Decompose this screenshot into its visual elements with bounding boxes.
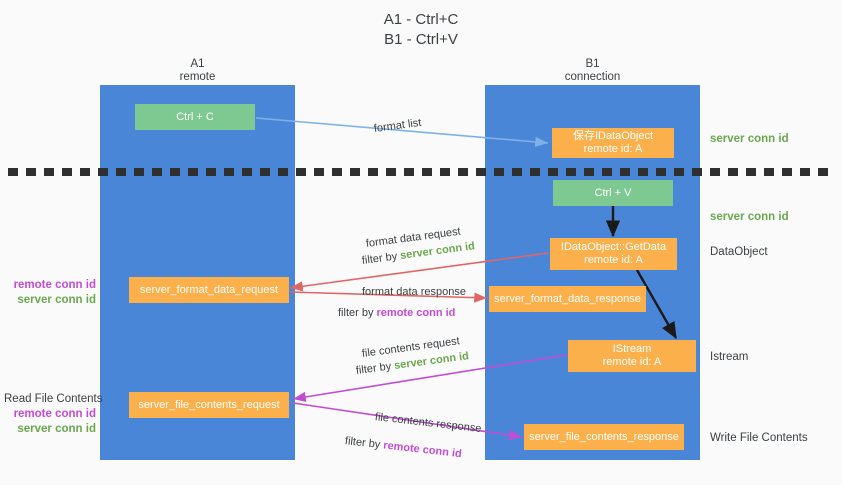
box-istream[interactable]: IStream remote id: A bbox=[568, 340, 696, 372]
right-write-file-contents-text: Write File Contents bbox=[710, 432, 808, 444]
right-label-write-file-contents: Write File Contents bbox=[710, 431, 808, 446]
box-save-idataobject[interactable]: 保存IDataObject remote id: A bbox=[552, 128, 674, 158]
box-format-data-response-label: server_format_data_response bbox=[494, 292, 641, 305]
column-b1-sub: connection bbox=[564, 71, 621, 83]
left-read-file-contents-text: Read File Contents bbox=[4, 393, 103, 405]
flow-label-file-contents-response: file contents response bbox=[374, 411, 483, 436]
box-file-contents-response-label: server_file_contents_response bbox=[529, 430, 679, 443]
column-a1-sub: remote bbox=[179, 71, 216, 83]
box-ctrl-v-line1: Ctrl + V bbox=[594, 186, 632, 199]
filter-by-text-4: filter by bbox=[344, 435, 381, 451]
box-ctrl-c-line1: Ctrl + C bbox=[176, 110, 214, 123]
box-getdata-line1: IDataObject::GetData bbox=[560, 241, 667, 253]
flow-label-format-data-response: format data response bbox=[362, 286, 466, 298]
box-server-file-contents-request[interactable]: server_file_contents_request bbox=[129, 392, 289, 418]
flow-filter-format-data-response: filter by remote conn id bbox=[338, 306, 455, 320]
column-header-a1: A1 remote bbox=[100, 58, 295, 84]
remote-conn-id-text-4: remote conn id bbox=[382, 439, 463, 461]
flow-filter-file-contents-response: filter by remote conn id bbox=[344, 434, 462, 461]
left-server-conn-id-text-2: server conn id bbox=[17, 423, 96, 435]
column-header-b1: B1 connection bbox=[485, 58, 700, 84]
box-getdata-line2: remote id: A bbox=[584, 254, 643, 266]
right-label-server-conn-id-mid: server conn id bbox=[710, 210, 789, 225]
left-label-conn-ids-format: remote conn id server conn id bbox=[8, 278, 96, 308]
right-dataobject-text: DataObject bbox=[710, 246, 768, 258]
box-idataobject-getdata[interactable]: IDataObject::GetData remote id: A bbox=[550, 238, 677, 270]
box-ctrl-c[interactable]: Ctrl + C bbox=[135, 104, 255, 130]
left-remote-conn-id-text-2: remote conn id bbox=[13, 408, 96, 420]
box-server-file-contents-response[interactable]: server_file_contents_response bbox=[524, 424, 684, 450]
box-save-idataobject-line2: remote id: A bbox=[583, 143, 643, 155]
right-label-dataobject: DataObject bbox=[710, 245, 768, 260]
right-label-istream: Istream bbox=[710, 350, 748, 365]
filter-by-text-1: filter by bbox=[361, 250, 398, 267]
left-label-read-file-contents: Read File Contents remote conn id server… bbox=[4, 392, 103, 437]
right-server-conn-id-top-text: server conn id bbox=[710, 133, 789, 145]
right-server-conn-id-mid-text: server conn id bbox=[710, 211, 789, 223]
box-ctrl-v[interactable]: Ctrl + V bbox=[553, 180, 673, 206]
box-server-format-data-request[interactable]: server_format_data_request bbox=[129, 277, 289, 303]
box-save-idataobject-line1: 保存IDataObject bbox=[572, 130, 654, 142]
dashed-divider bbox=[8, 168, 834, 176]
right-label-server-conn-id-top: server conn id bbox=[710, 132, 789, 147]
filter-by-text-3: filter by bbox=[355, 360, 392, 377]
left-remote-conn-id-text-1: remote conn id bbox=[13, 279, 96, 291]
box-server-format-data-response[interactable]: server_format_data_response bbox=[489, 286, 646, 312]
box-file-contents-request-label: server_file_contents_request bbox=[138, 398, 280, 411]
column-a1-name: A1 bbox=[190, 58, 205, 70]
box-istream-line2: remote id: A bbox=[602, 356, 662, 368]
column-b1-name: B1 bbox=[585, 58, 600, 70]
left-server-conn-id-text-1: server conn id bbox=[17, 294, 96, 306]
box-format-data-request-label: server_format_data_request bbox=[139, 283, 279, 296]
box-istream-line1: IStream bbox=[612, 343, 652, 355]
flow-label-format-list: format list bbox=[373, 116, 423, 135]
filter-by-text-2: filter by bbox=[338, 307, 374, 319]
right-istream-text: Istream bbox=[710, 351, 749, 363]
remote-conn-id-text-2: remote conn id bbox=[376, 307, 456, 319]
page-title: A1 - Ctrl+C B1 - Ctrl+V bbox=[383, 11, 459, 48]
